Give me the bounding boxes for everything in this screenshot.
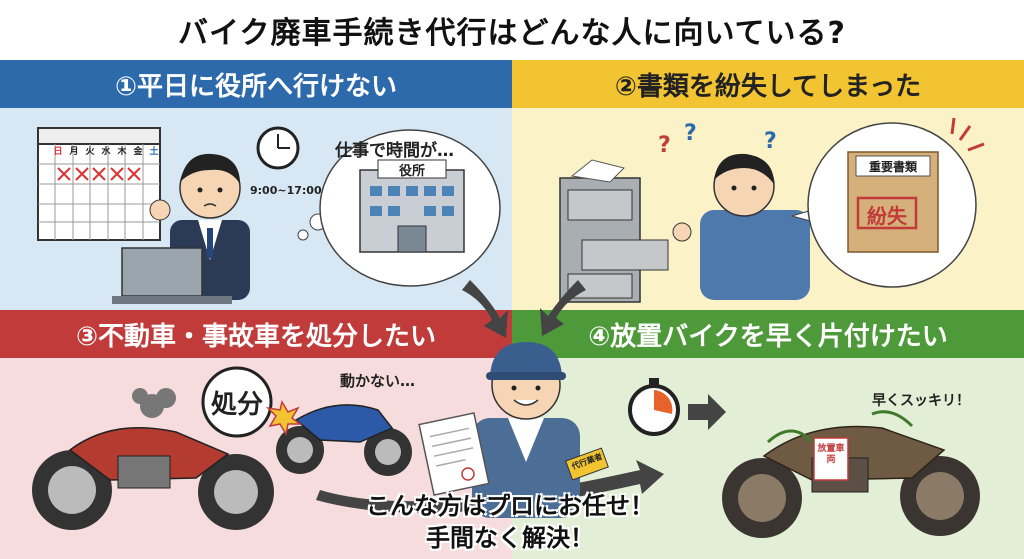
- panel-heading-abandoned-bike: ④放置バイクを早く片付けたい: [512, 310, 1024, 358]
- disposal-badge-label: 処分: [210, 390, 263, 420]
- abandoned-tag-label: 放置車両: [817, 444, 845, 465]
- document-envelope-icon: [847, 151, 939, 253]
- panel-lost-documents: ②書類を紛失してしまった ???: [512, 60, 1024, 310]
- rusty-motorcycle-icon: [722, 410, 980, 538]
- cta-line-1: こんな方はプロにお任せ！: [366, 492, 654, 520]
- svg-text:?: ?: [764, 129, 777, 154]
- worried-person-figure: [672, 153, 810, 300]
- lost-documents-illustration: ???: [559, 117, 985, 303]
- office-sign-label: 役所: [398, 164, 425, 179]
- panel-weekday: ①平日に役所へ行けない: [0, 60, 512, 310]
- calendar-weekday-labels: 日 月 火 水 木 金 土: [53, 147, 159, 157]
- panel-heading-broken-bike: ③不動車・事故車を処分したい: [0, 310, 512, 358]
- svg-text:?: ?: [684, 121, 697, 146]
- cleanup-exclaim: 早くスッキリ！: [872, 393, 970, 409]
- arrow-right-icon: [688, 394, 726, 430]
- stopwatch-icon: [628, 378, 680, 436]
- thought-text: 仕事で時間が…: [335, 141, 454, 161]
- weekday-illustration: [37, 126, 501, 304]
- svg-text:?: ?: [658, 133, 671, 158]
- alert-lines-icon: [950, 117, 985, 152]
- cta-line-2: 手間なく解決！: [426, 524, 594, 552]
- broken-bike-illustration: [32, 366, 412, 530]
- abandoned-bike-illustration: [628, 378, 980, 538]
- abandoned-tag-icon: [813, 437, 849, 481]
- smoke-icon: [132, 388, 176, 418]
- lost-stamp: 紛失: [867, 204, 907, 228]
- panel-heading-lost-documents: ②書類を紛失してしまった: [512, 60, 1024, 108]
- disposal-badge: [201, 366, 273, 438]
- city-office-building-icon: [359, 159, 465, 253]
- call-to-action: こんな方はプロにお任せ！ 手間なく解決！: [300, 490, 720, 554]
- question-mark-icon: ???: [658, 121, 777, 158]
- panel-abandoned-bike: ④放置バイクを早く片付けたい 早くスッキリ！ 放置車両: [512, 310, 1024, 559]
- not-moving-text: 動かない…: [340, 372, 416, 390]
- panel-heading-weekday: ①平日に役所へ行けない: [0, 60, 512, 108]
- office-worker-figure: [149, 153, 250, 300]
- page-title: バイク廃車手続き代行はどんな人に向いている?: [178, 16, 846, 51]
- blue-motorcycle-icon: [276, 404, 412, 476]
- filing-cabinet-icon: [559, 159, 669, 303]
- office-hours-label: 9:00~17:00: [250, 184, 322, 197]
- laptop-icon: [112, 247, 232, 304]
- red-motorcycle-icon: [32, 427, 274, 530]
- document-label: 重要書類: [868, 160, 917, 174]
- calendar-icon: [37, 127, 161, 241]
- impact-burst-icon: [265, 400, 303, 437]
- clock-icon: [256, 126, 300, 170]
